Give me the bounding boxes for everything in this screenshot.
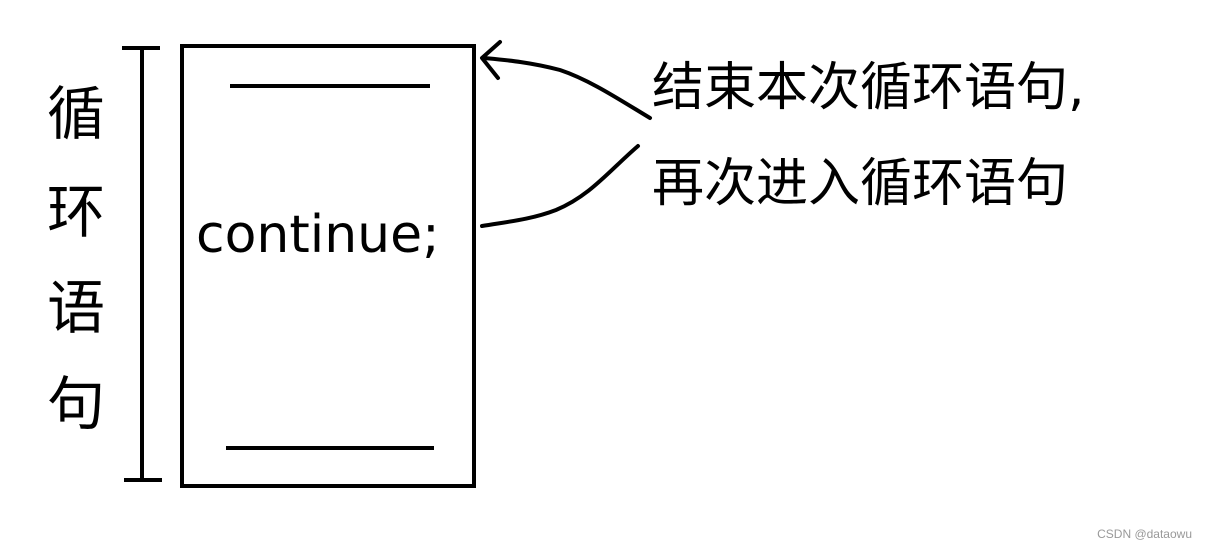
- loop-label-char: 语: [46, 274, 105, 342]
- callout-text-line-1: 结束本次循环语句,: [652, 58, 1085, 118]
- loop-back-arrow: [482, 56, 652, 120]
- watermark: CSDN @dataowu: [1097, 527, 1192, 541]
- loop-bracket: [122, 46, 162, 482]
- callout-text-line-2: 再次进入循环语句: [652, 154, 1069, 214]
- loop-label-char: 环: [46, 178, 105, 246]
- loop-body-box: [180, 44, 476, 488]
- continue-statement: continue;: [196, 205, 440, 265]
- loop-label-char: 循: [46, 80, 105, 148]
- arrow-head-icon: [480, 40, 502, 80]
- callout-connector-curve: [480, 144, 640, 228]
- loop-label-char: 句: [46, 370, 105, 438]
